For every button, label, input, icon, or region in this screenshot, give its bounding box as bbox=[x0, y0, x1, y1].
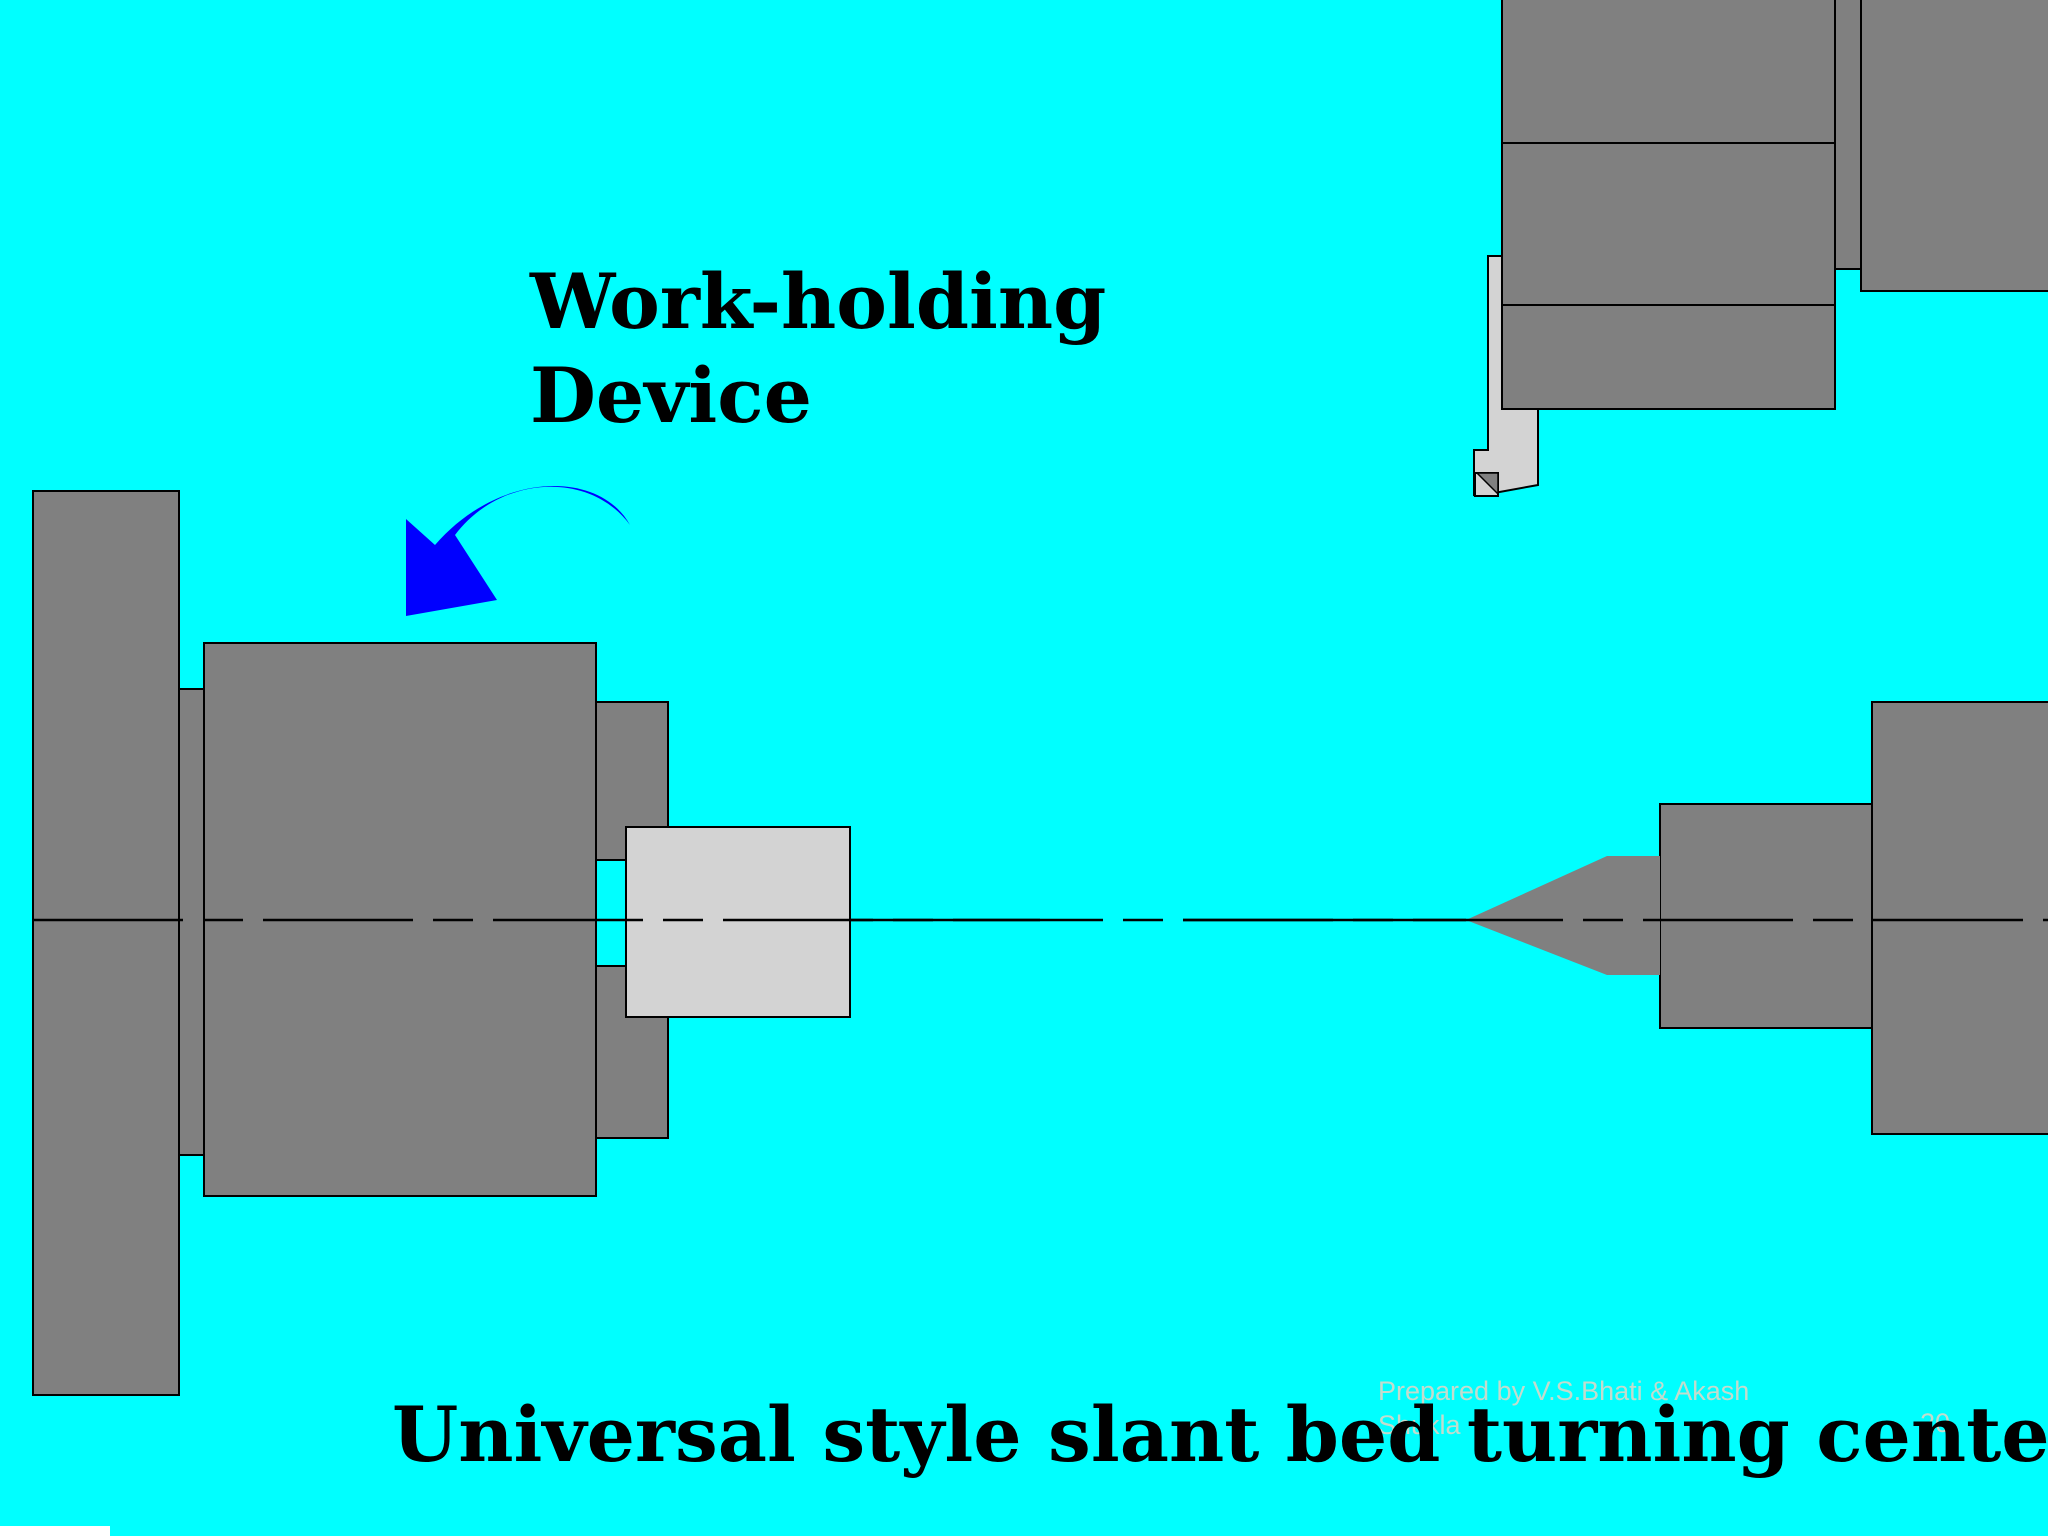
turret-body-middle bbox=[1501, 142, 1836, 306]
tool-turret bbox=[1860, 0, 2048, 292]
spindle-flange bbox=[178, 688, 205, 1156]
cutting-tool-tip bbox=[1475, 472, 1499, 496]
tailstock-quill bbox=[1659, 803, 1873, 1029]
turret-divider bbox=[1834, 0, 1862, 270]
cutting-tool-holder bbox=[1473, 255, 1539, 497]
turret-body-upper bbox=[1501, 0, 1836, 144]
tailstock-body bbox=[1871, 701, 2048, 1135]
footer-credit: Prepared by V.S.Bhati & Akash Shukla bbox=[1378, 1376, 1750, 1440]
callout-label: Work-holding Device bbox=[530, 255, 1106, 443]
workpiece bbox=[625, 826, 851, 1018]
callout-label-line2: Device bbox=[530, 351, 812, 440]
tailstock-center bbox=[1466, 856, 1660, 975]
corner-tab bbox=[0, 1526, 110, 1536]
slide-title: Universal style slant bed turning center bbox=[392, 1390, 2048, 1479]
spindle-face bbox=[32, 490, 180, 1396]
slide-number: 20 bbox=[1920, 1408, 1951, 1438]
curved-arrow-icon bbox=[406, 485, 630, 616]
turret-body-lower bbox=[1501, 304, 1836, 410]
callout-label-line1: Work-holding bbox=[530, 257, 1107, 346]
